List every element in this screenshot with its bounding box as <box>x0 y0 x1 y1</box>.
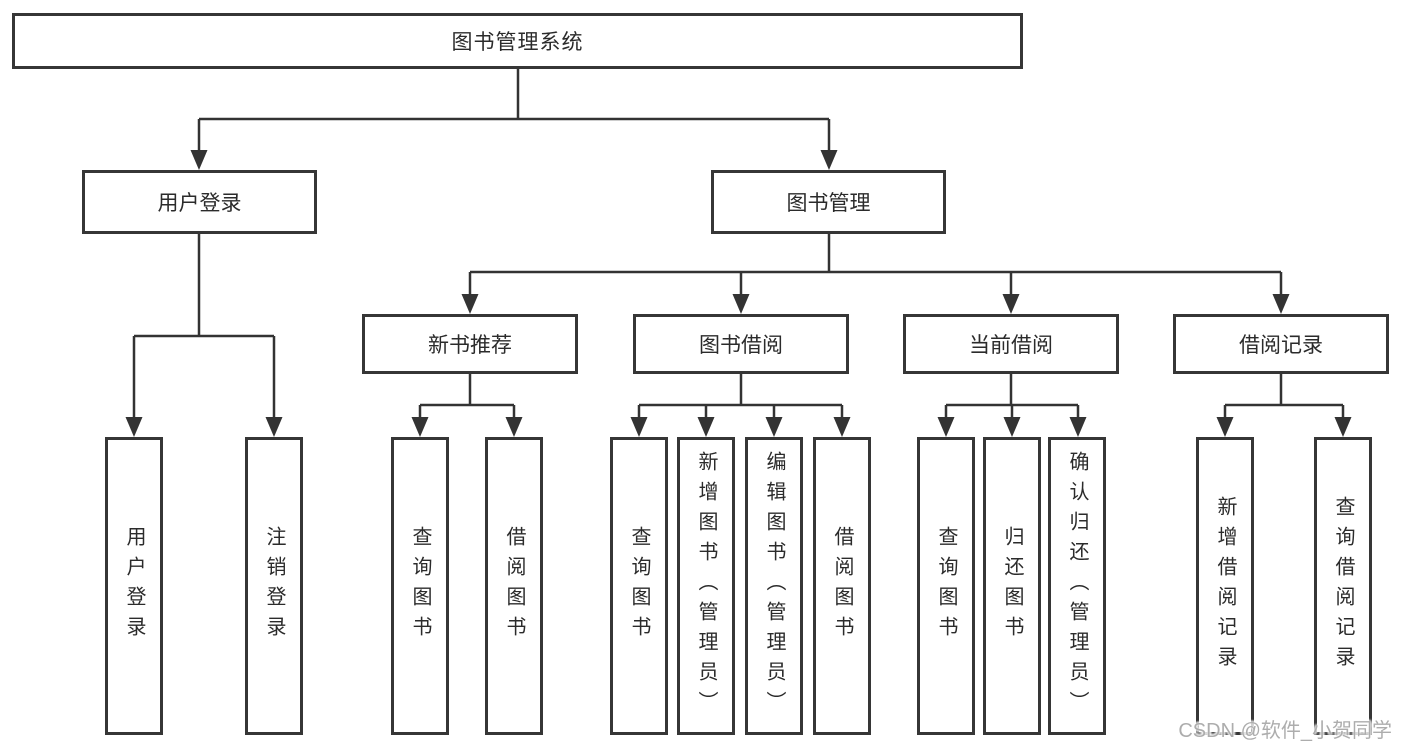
node-new-book-recommendation: 新书推荐 <box>362 314 578 374</box>
node-label: 图书管理 <box>786 192 871 215</box>
node-label: 用户登录 <box>157 192 242 215</box>
node-leaf-query-books-2: 查询图书 <box>610 437 668 735</box>
node-library-management-system: 图书管理系统 <box>12 13 1023 69</box>
node-leaf-logout: 注销登录 <box>245 437 303 735</box>
node-leaf-add-borrow-record: 新增借阅记录 <box>1196 437 1254 735</box>
node-leaf-borrow-books-1: 借阅图书 <box>485 437 543 735</box>
node-leaf-add-book-admin: 新增图书（管理员） <box>677 437 735 735</box>
node-leaf-confirm-return-admin: 确认归还（管理员） <box>1048 437 1106 735</box>
node-current-borrowing: 当前借阅 <box>903 314 1119 374</box>
node-leaf-return-book: 归还图书 <box>983 437 1041 735</box>
node-book-borrowing: 图书借阅 <box>633 314 849 374</box>
node-book-management: 图书管理 <box>711 170 946 234</box>
csdn-watermark: CSDN @软件_小贺同学 <box>1178 720 1392 742</box>
node-leaf-query-books-1: 查询图书 <box>391 437 449 735</box>
node-label: 图书借阅 <box>699 334 783 357</box>
node-leaf-query-borrow-record: 查询借阅记录 <box>1314 437 1372 735</box>
node-leaf-edit-book-admin: 编辑图书（管理员） <box>745 437 803 735</box>
node-label: 当前借阅 <box>969 334 1053 357</box>
node-label: 图书管理系统 <box>451 31 584 54</box>
node-borrowing-records: 借阅记录 <box>1173 314 1389 374</box>
node-label: 新书推荐 <box>428 334 512 357</box>
node-leaf-borrow-books-2: 借阅图书 <box>813 437 871 735</box>
node-leaf-user-login: 用户登录 <box>105 437 163 735</box>
node-user-login: 用户登录 <box>82 170 317 234</box>
node-leaf-query-books-3: 查询图书 <box>917 437 975 735</box>
node-label: 借阅记录 <box>1239 334 1323 357</box>
